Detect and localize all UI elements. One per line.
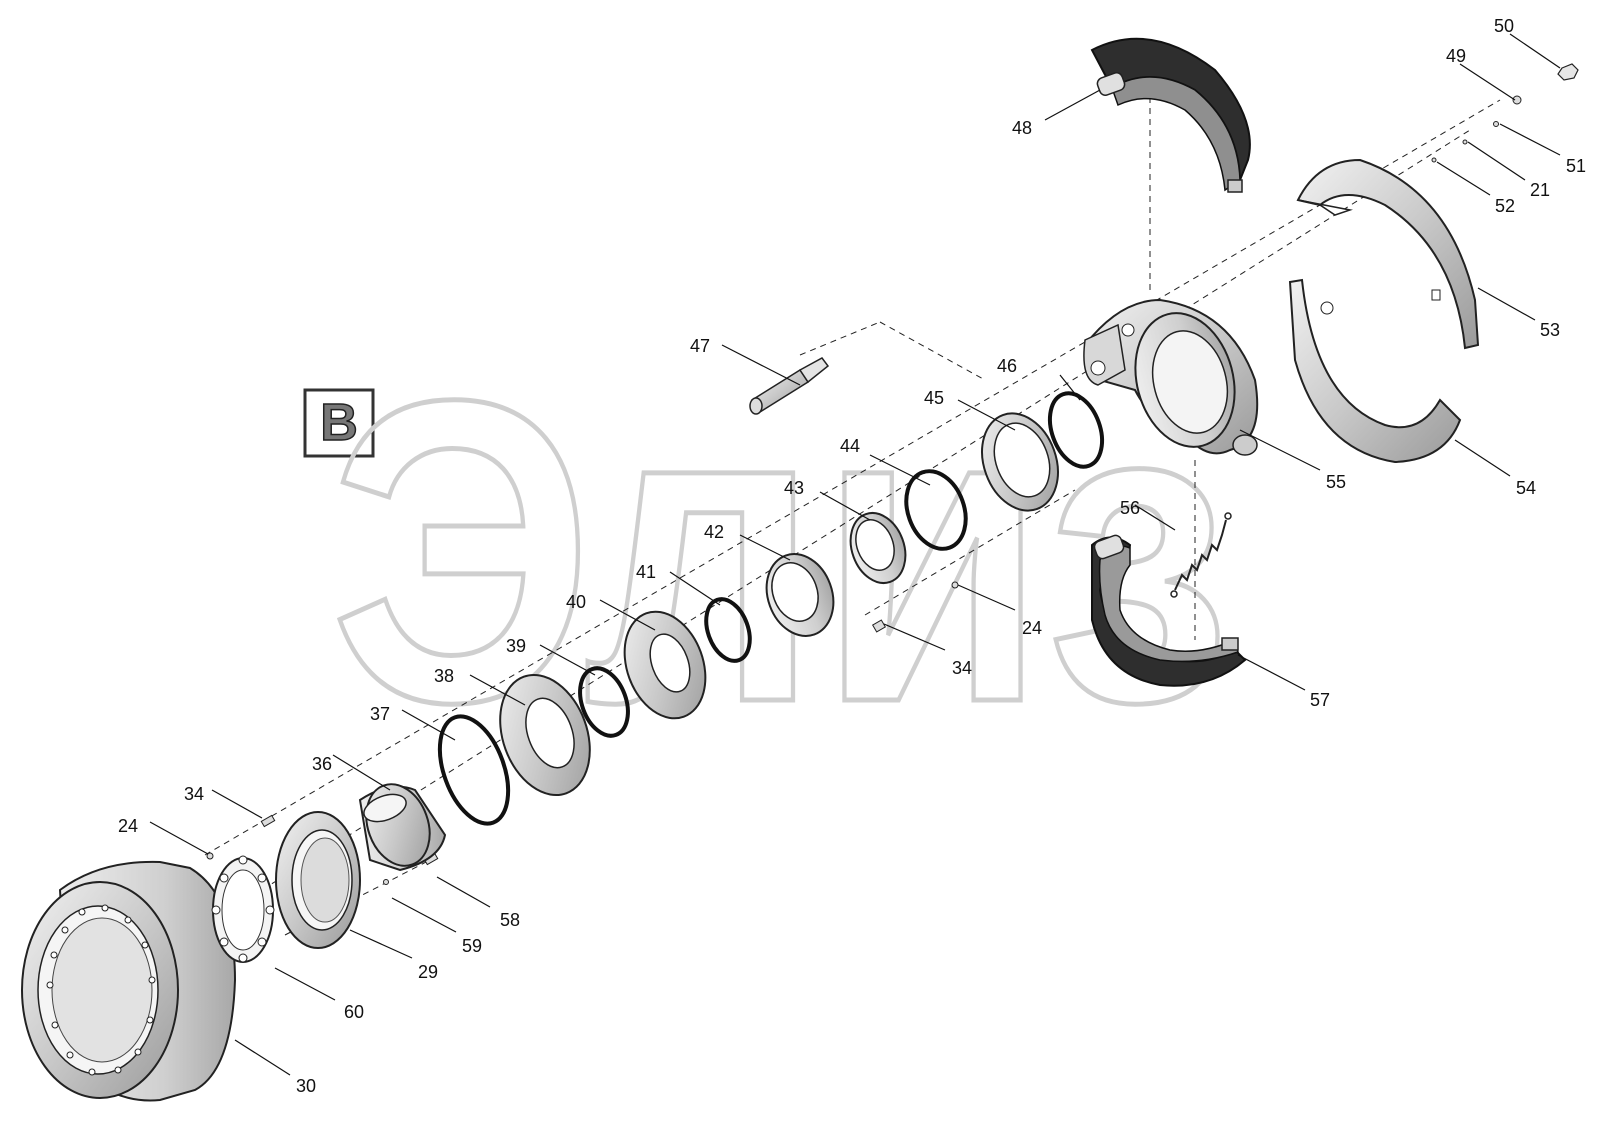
callout-51: 51 (1566, 156, 1586, 176)
callout-24-lower: 24 (118, 816, 138, 836)
main-axis (94, 129, 1471, 996)
callout-49: 49 (1446, 46, 1466, 66)
callout-46: 46 (997, 356, 1017, 376)
part-51-pin (1493, 121, 1499, 127)
callout-34-lower: 34 (184, 784, 204, 804)
part-43-bearing (849, 512, 907, 584)
callout-58: 58 (500, 910, 520, 930)
part-36-bushing (358, 783, 447, 872)
pin-axis-lower (864, 489, 1076, 616)
fastener-24-34-lower (206, 814, 276, 860)
part-53-dust-shield-upper (1296, 158, 1480, 350)
callout-52: 52 (1495, 196, 1515, 216)
fastener-24-34-upper (871, 581, 959, 633)
part-49-washer (1512, 95, 1522, 105)
pin-axis-47-b (879, 321, 986, 381)
part-44-ring (904, 469, 968, 551)
callout-56: 56 (1120, 498, 1140, 518)
watermark-badge-frame (303, 388, 375, 458)
callout-21: 21 (1530, 180, 1550, 200)
leader-lines (149, 33, 1561, 1076)
part-40-seal (623, 610, 707, 720)
callout-29: 29 (418, 962, 438, 982)
part-30-brake-drum (21, 860, 237, 1102)
callout-48: 48 (1012, 118, 1032, 138)
callout-60: 60 (344, 1002, 364, 1022)
part-55-backing-plate (1083, 298, 1259, 456)
part-29-flange (275, 811, 361, 949)
part-42-bearing (765, 553, 835, 637)
callout-47: 47 (690, 336, 710, 356)
part-37-ring (437, 714, 511, 826)
part-41-ring (704, 597, 752, 663)
callout-24-upper: 24 (1022, 618, 1042, 638)
callout-53: 53 (1540, 320, 1560, 340)
part-46-ring (1047, 391, 1105, 469)
callout-59: 59 (462, 936, 482, 956)
callout-55: 55 (1326, 472, 1346, 492)
rings (437, 391, 1105, 826)
part-48-upper-brake-shoe (1090, 37, 1251, 193)
part-58-bolt (383, 852, 439, 885)
callout-54: 54 (1516, 478, 1536, 498)
callout-42: 42 (704, 522, 724, 542)
watermark-badge-letter: B (320, 394, 358, 452)
callout-50: 50 (1494, 16, 1514, 36)
part-47-pin (749, 357, 830, 415)
bolt-axis-upper (204, 99, 1501, 856)
part-39-ring (578, 666, 630, 738)
part-54-dust-shield-lower (1288, 278, 1462, 464)
part-60-gasket (211, 855, 275, 963)
callout-38: 38 (434, 666, 454, 686)
part-56-spring (1170, 512, 1232, 598)
part-45-seal (981, 412, 1059, 512)
callout-43: 43 (784, 478, 804, 498)
pin-axis-47-a (799, 321, 881, 356)
callout-37: 37 (370, 704, 390, 724)
callout-36: 36 (312, 754, 332, 774)
part-57-lower-brake-shoe (1091, 534, 1247, 687)
callout-45: 45 (924, 388, 944, 408)
part-38-seal (499, 673, 591, 797)
callout-57: 57 (1310, 690, 1330, 710)
part-21-washer (1462, 139, 1468, 145)
callout-labels: 50 49 51 21 52 53 54 55 48 47 46 45 44 4… (118, 16, 1586, 1096)
fastener-49-50-51-52 (1431, 63, 1579, 163)
callout-44: 44 (840, 436, 860, 456)
callout-41: 41 (636, 562, 656, 582)
part-50-nut (1557, 63, 1579, 81)
callout-34-upper: 34 (952, 658, 972, 678)
callout-40: 40 (566, 592, 586, 612)
callout-30: 30 (296, 1076, 316, 1096)
callout-39: 39 (506, 636, 526, 656)
part-52-washer (1431, 157, 1437, 163)
